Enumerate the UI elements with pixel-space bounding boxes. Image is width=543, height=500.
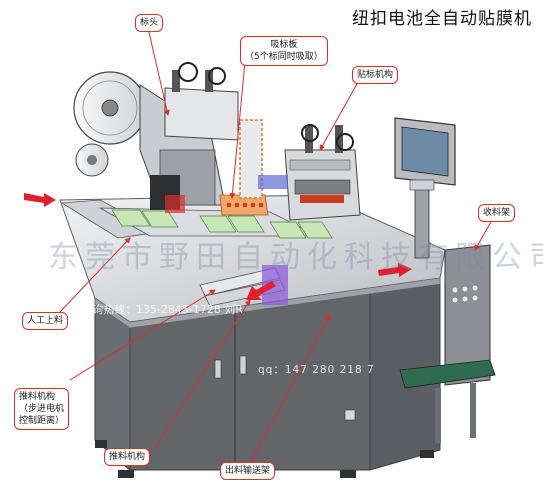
flow-arrows [24, 193, 412, 300]
callout-label-head: 标头 [135, 14, 164, 32]
feed-conveyor [60, 199, 333, 239]
touch-screen [394, 117, 456, 259]
callout-collection-rack: 收料架 [478, 204, 516, 222]
callout-push-stepper: 推料机构 （步进电机 控制距离） [14, 388, 70, 430]
labeling-head [73, 62, 239, 213]
callout-push-stepper-line3: 控制距离） [19, 416, 65, 426]
suction-plate [219, 119, 269, 216]
callout-push-mechanism: 推料机构 [104, 448, 151, 466]
callout-manual-loading: 人工上料 [22, 312, 69, 330]
applicator-unit [258, 124, 361, 221]
hotline-text: 咨询热线：135-2845-1728 刘R [82, 304, 243, 316]
callout-suction-plate-line1: 吸标板 [270, 40, 298, 50]
callout-suction-plate-line2: （5个标同时吸取） [245, 52, 323, 62]
callout-suction-plate: 吸标板 （5个标同时吸取） [240, 36, 328, 66]
callout-push-stepper-line1: 推料机构 [19, 392, 56, 402]
company-watermark: 东莞市野田自动化科技有限公司 [48, 240, 543, 275]
callout-labeling-mechanism: 贴标机构 [352, 66, 399, 84]
leader-lines [59, 27, 493, 464]
qq-text: qq：147 280 218 7 [258, 364, 375, 376]
callout-push-stepper-line2: （步进电机 [19, 404, 65, 414]
callout-output-conveyor: 出料输送架 [220, 462, 276, 480]
diagram-title: 纽扣电池全自动贴膜机 [352, 9, 532, 29]
collection-rack [399, 244, 496, 443]
